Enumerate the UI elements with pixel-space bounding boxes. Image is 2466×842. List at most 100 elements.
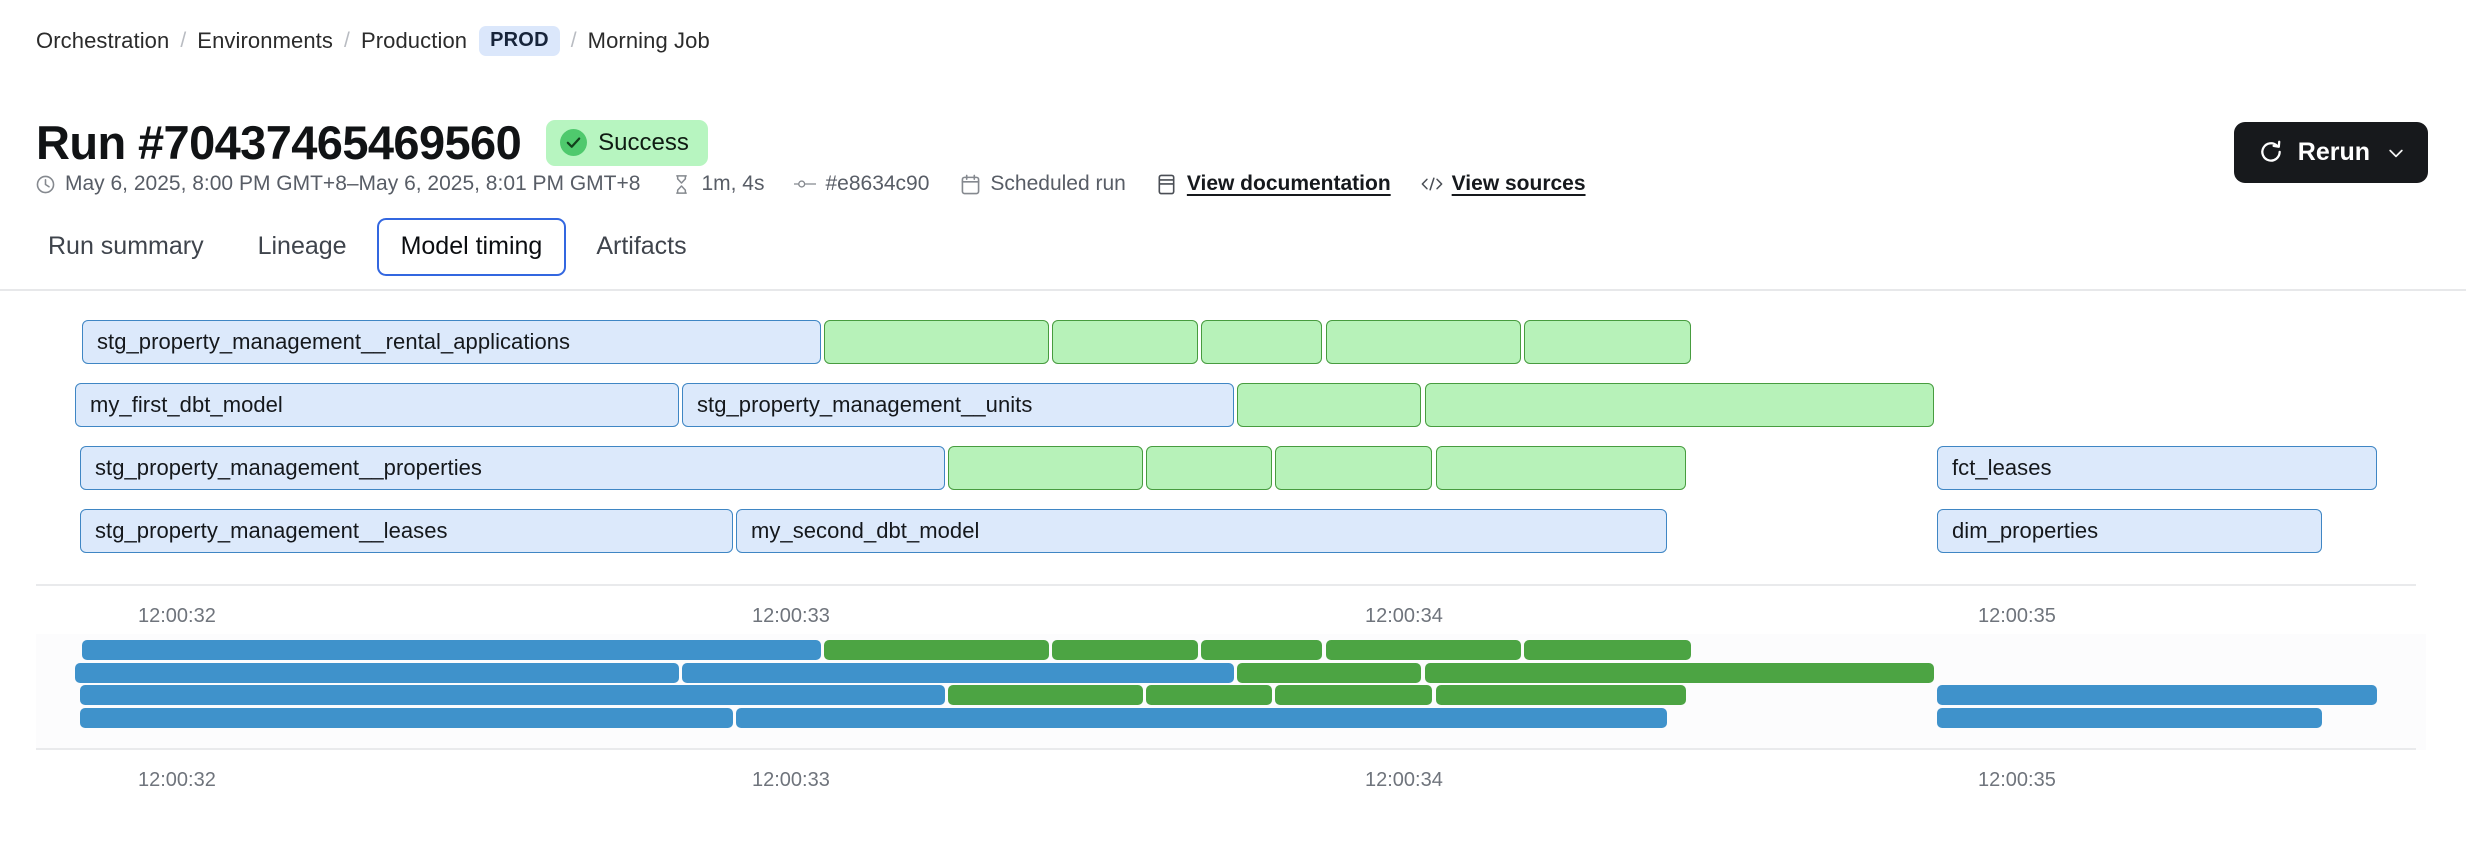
gantt-bar-test[interactable] — [1052, 320, 1198, 364]
overview-axis-tick: 12:00:32 — [138, 769, 216, 791]
gantt-bar-model[interactable]: stg_property_management__properties — [80, 446, 945, 490]
gantt-axis-tick: 12:00:35 — [1978, 605, 2056, 627]
gantt-bar-test[interactable] — [1326, 320, 1521, 364]
breadcrumb-item-orchestration[interactable]: Orchestration — [36, 28, 170, 53]
gantt-axis-tick: 12:00:34 — [1365, 605, 1443, 627]
gantt-bar-label: dim_properties — [1952, 518, 2099, 543]
run-trigger: Scheduled run — [959, 172, 1126, 196]
gantt-bar-label: stg_property_management__units — [697, 392, 1033, 417]
tab-artifacts[interactable]: Artifacts — [596, 232, 687, 260]
gantt-bar-test[interactable] — [824, 320, 1049, 364]
gantt-bar-label: stg_property_management__leases — [95, 518, 448, 543]
hourglass-icon — [670, 173, 692, 195]
view-sources-text[interactable]: View sources — [1451, 172, 1586, 195]
overview-bar-test[interactable] — [824, 640, 1049, 660]
gantt-row: stg_property_management__properties fct_l… — [36, 446, 2436, 490]
calendar-icon — [959, 173, 981, 195]
run-commit-text: #e8634c90 — [825, 172, 930, 195]
gantt-axis-tick: 12:00:32 — [138, 605, 216, 627]
gantt-row: my_first_dbt_model stg_property_managemen… — [36, 383, 2436, 427]
tab-bar-divider — [0, 289, 2466, 291]
gantt-bar-model[interactable]: dim_properties — [1937, 509, 2322, 553]
overview-bar-test[interactable] — [1425, 663, 1934, 683]
run-trigger-text: Scheduled run — [990, 172, 1126, 195]
status-badge: Success — [546, 119, 708, 166]
rerun-button[interactable]: Rerun — [2233, 122, 2428, 183]
overview-bar-test[interactable] — [1201, 640, 1322, 660]
overview-bar-model[interactable] — [75, 663, 679, 683]
overview-axis-tick: 12:00:34 — [1365, 769, 1443, 791]
overview-axis-line — [36, 748, 2416, 750]
model-timing-gantt[interactable]: stg_property_management__rental_applicat… — [36, 320, 2436, 627]
gantt-bar-test[interactable] — [1146, 446, 1272, 490]
view-documentation-text[interactable]: View documentation — [1186, 172, 1391, 195]
breadcrumb-separator: / — [180, 29, 187, 52]
gantt-bar-test[interactable] — [948, 446, 1143, 490]
view-sources-link[interactable]: View sources — [1421, 172, 1586, 196]
gantt-bar-model[interactable]: my_second_dbt_model — [736, 509, 1667, 553]
gantt-bar-test[interactable] — [1275, 446, 1432, 490]
gantt-bar-test[interactable] — [1237, 383, 1421, 427]
clock-icon — [34, 173, 56, 195]
tab-lineage[interactable]: Lineage — [257, 232, 347, 260]
tab-model-timing[interactable]: Model timing — [376, 218, 567, 276]
gantt-bar-model[interactable]: my_first_dbt_model — [75, 383, 679, 427]
commit-icon — [794, 173, 817, 195]
gantt-bar-model[interactable]: fct_leases — [1937, 446, 2377, 490]
title-row: Run #70437465469560 Success — [36, 88, 708, 198]
breadcrumb: Orchestration / Environments / Productio… — [36, 26, 710, 56]
overview-bar-test[interactable] — [1326, 640, 1521, 660]
run-commit: #e8634c90 — [794, 172, 929, 196]
gantt-axis-tick: 12:00:33 — [752, 605, 830, 627]
overview-bar-test[interactable] — [1146, 685, 1272, 705]
page-title: Run #70437465469560 — [36, 116, 522, 170]
run-duration-text: 1m, 4s — [701, 172, 765, 195]
gantt-bar-test[interactable] — [1425, 383, 1934, 427]
gantt-row: stg_property_management__leases my_second… — [36, 509, 2436, 553]
run-timerange-text: May 6, 2025, 8:00 PM GMT+8–May 6, 2025, … — [65, 172, 641, 195]
breadcrumb-item-morning-job[interactable]: Morning Job — [587, 28, 710, 53]
view-documentation-link[interactable]: View documentation — [1156, 172, 1391, 196]
overview-bar-model[interactable] — [80, 708, 733, 728]
tab-bar: Run summary Lineage Model timing Artifac… — [24, 218, 711, 276]
overview-bar-model[interactable] — [80, 685, 945, 705]
code-icon — [1421, 173, 1443, 195]
overview-bar-test[interactable] — [1052, 640, 1198, 660]
gantt-bar-model[interactable]: stg_property_management__rental_applicat… — [82, 320, 821, 364]
gantt-bar-label: my_second_dbt_model — [751, 518, 980, 543]
gantt-bar-test[interactable] — [1201, 320, 1322, 364]
refresh-icon — [2258, 140, 2284, 166]
gantt-bar-test[interactable] — [1436, 446, 1686, 490]
breadcrumb-separator: / — [344, 29, 350, 52]
breadcrumb-separator: / — [570, 29, 577, 52]
run-metadata: May 6, 2025, 8:00 PM GMT+8–May 6, 2025, … — [34, 172, 1616, 196]
overview-bar-model[interactable] — [1937, 685, 2377, 705]
overview-bar-test[interactable] — [948, 685, 1143, 705]
status-label: Success — [598, 128, 689, 156]
check-circle-icon — [560, 129, 588, 157]
tab-run-summary[interactable]: Run summary — [48, 232, 204, 260]
rerun-label: Rerun — [2297, 138, 2370, 166]
overview-axis-tick: 12:00:33 — [752, 769, 830, 791]
overview-bar-test[interactable] — [1436, 685, 1686, 705]
overview-bar-model[interactable] — [682, 663, 1234, 683]
overview-bar-test[interactable] — [1524, 640, 1691, 660]
overview-bar-test[interactable] — [1237, 663, 1421, 683]
gantt-bar-model[interactable]: stg_property_management__units — [682, 383, 1234, 427]
gantt-bar-label: fct_leases — [1952, 455, 2052, 480]
book-icon — [1156, 173, 1178, 195]
gantt-bar-model[interactable]: stg_property_management__leases — [80, 509, 733, 553]
breadcrumb-item-production[interactable]: Production — [360, 28, 468, 53]
gantt-axis-line — [36, 584, 2416, 586]
overview-bar-model[interactable] — [1937, 708, 2322, 728]
gantt-bar-label: my_first_dbt_model — [90, 392, 283, 417]
gantt-bar-test[interactable] — [1524, 320, 1691, 364]
chevron-down-icon[interactable] — [2386, 143, 2406, 163]
overview-bar-test[interactable] — [1275, 685, 1432, 705]
breadcrumb-item-environments[interactable]: Environments — [197, 28, 333, 53]
overview-bar-model[interactable] — [736, 708, 1667, 728]
breadcrumb-env-chip-prod: PROD — [479, 26, 560, 56]
overview-bar-model[interactable] — [82, 640, 821, 660]
